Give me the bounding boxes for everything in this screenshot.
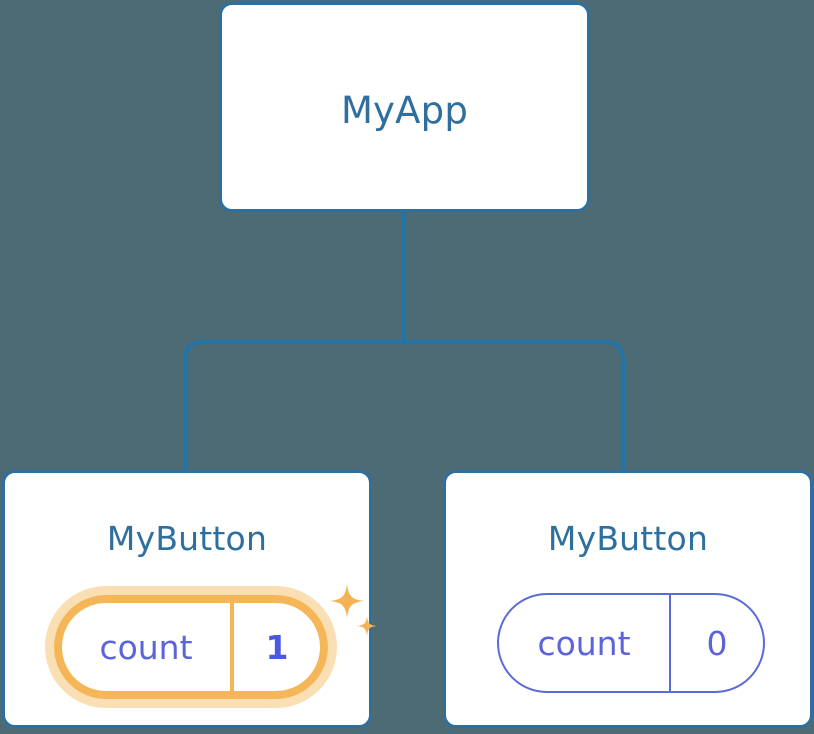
state-pill-right[interactable]: count 0 <box>497 593 765 693</box>
state-pill-left-value: 1 <box>265 627 289 667</box>
state-pill-left-key: count <box>62 603 234 691</box>
state-pill-left-body[interactable]: count 1 <box>54 595 328 699</box>
state-pill-right-key: count <box>499 595 671 691</box>
node-mybutton-left[interactable]: MyButton count 1 <box>2 470 377 728</box>
connector-branch-left <box>183 340 404 472</box>
sparkle-icon-large <box>330 584 364 618</box>
state-pill-glow <box>45 586 337 708</box>
node-myapp[interactable]: MyApp <box>219 2 590 212</box>
state-pill-right-body[interactable]: count 0 <box>497 593 765 693</box>
connector-branch-right <box>404 340 625 472</box>
node-mybutton-right[interactable]: MyButton count 0 <box>443 470 813 728</box>
state-pill-right-value: 0 <box>706 623 728 663</box>
node-myapp-label: MyApp <box>340 89 469 132</box>
node-mybutton-right-label: MyButton <box>547 519 709 558</box>
node-mybutton-left-label: MyButton <box>106 519 268 558</box>
